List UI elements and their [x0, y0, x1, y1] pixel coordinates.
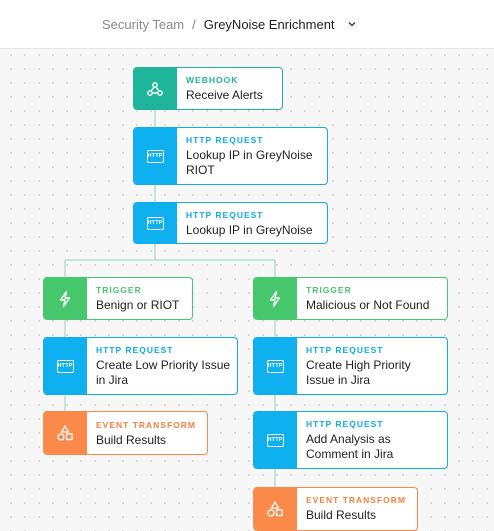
- node-name: Lookup IP in GreyNoise RIOT: [186, 148, 313, 177]
- http-icon: HTTP: [44, 338, 87, 394]
- connector-lines: [64, 110, 276, 487]
- node-kind-label: HTTP Request: [186, 135, 264, 145]
- node-receive-alerts[interactable]: Webhook Receive Alerts: [133, 67, 283, 110]
- node-kind-label: Webhook: [186, 75, 239, 85]
- header-bar: Security Team / GreyNoise Enrichment: [0, 0, 494, 49]
- node-name: Create Low Priority Issue in Jira: [96, 358, 231, 387]
- breadcrumb-team[interactable]: Security Team: [102, 16, 185, 32]
- node-name: Malicious or Not Found: [306, 298, 430, 312]
- chevron-down-icon[interactable]: [347, 19, 357, 29]
- node-name: Create High Priority Issue in Jira: [306, 358, 411, 387]
- node-kind-label: Trigger: [306, 285, 352, 295]
- node-kind-label: Event Transform: [306, 495, 406, 505]
- node-kind-label: HTTP Request: [306, 419, 384, 429]
- node-name: Lookup IP in GreyNoise: [186, 223, 313, 237]
- node-create-low-priority-issue[interactable]: HTTP HTTP Request Create Low Priority Is…: [43, 337, 238, 395]
- node-name: Receive Alerts: [186, 88, 263, 102]
- node-malicious-or-not-found[interactable]: Trigger Malicious or Not Found: [253, 277, 448, 320]
- node-lookup-ip-greynoise[interactable]: HTTP HTTP Request Lookup IP in GreyNoise: [133, 202, 328, 244]
- http-icon: HTTP: [254, 338, 297, 394]
- http-icon: HTTP: [134, 128, 177, 184]
- node-lookup-ip-riot[interactable]: HTTP HTTP Request Lookup IP in GreyNoise…: [133, 127, 328, 185]
- node-name: Build Results: [96, 433, 167, 447]
- node-kind-label: HTTP Request: [186, 210, 264, 220]
- node-kind-label: Event Transform: [96, 420, 196, 430]
- connector-split-left: [64, 259, 155, 277]
- node-add-analysis-comment[interactable]: HTTP HTTP Request Add Analysis as Commen…: [253, 411, 448, 469]
- node-build-results-left[interactable]: Event Transform Build Results: [43, 411, 208, 455]
- lightning-icon: [254, 278, 297, 319]
- node-create-high-priority-issue[interactable]: HTTP HTTP Request Create High Priority I…: [253, 337, 448, 395]
- shapes-icon: [44, 412, 87, 454]
- lightning-icon: [44, 278, 87, 319]
- node-name: Build Results: [306, 508, 377, 522]
- node-name: Benign or RIOT: [96, 298, 180, 312]
- node-benign-or-riot[interactable]: Trigger Benign or RIOT: [43, 277, 193, 320]
- webhook-icon: [134, 68, 177, 109]
- node-kind-label: HTTP Request: [96, 345, 174, 355]
- node-kind-label: HTTP Request: [306, 345, 384, 355]
- connector-split-right: [155, 259, 276, 277]
- node-name: Add Analysis as Comment in Jira: [306, 432, 394, 461]
- node-build-results-right[interactable]: Event Transform Build Results: [253, 487, 418, 531]
- shapes-icon: [254, 488, 297, 530]
- http-icon: HTTP: [254, 412, 297, 468]
- node-kind-label: Trigger: [96, 285, 142, 295]
- breadcrumb-story-name[interactable]: GreyNoise Enrichment: [203, 16, 335, 32]
- breadcrumb-separator: /: [192, 16, 196, 32]
- http-icon: HTTP: [134, 203, 177, 243]
